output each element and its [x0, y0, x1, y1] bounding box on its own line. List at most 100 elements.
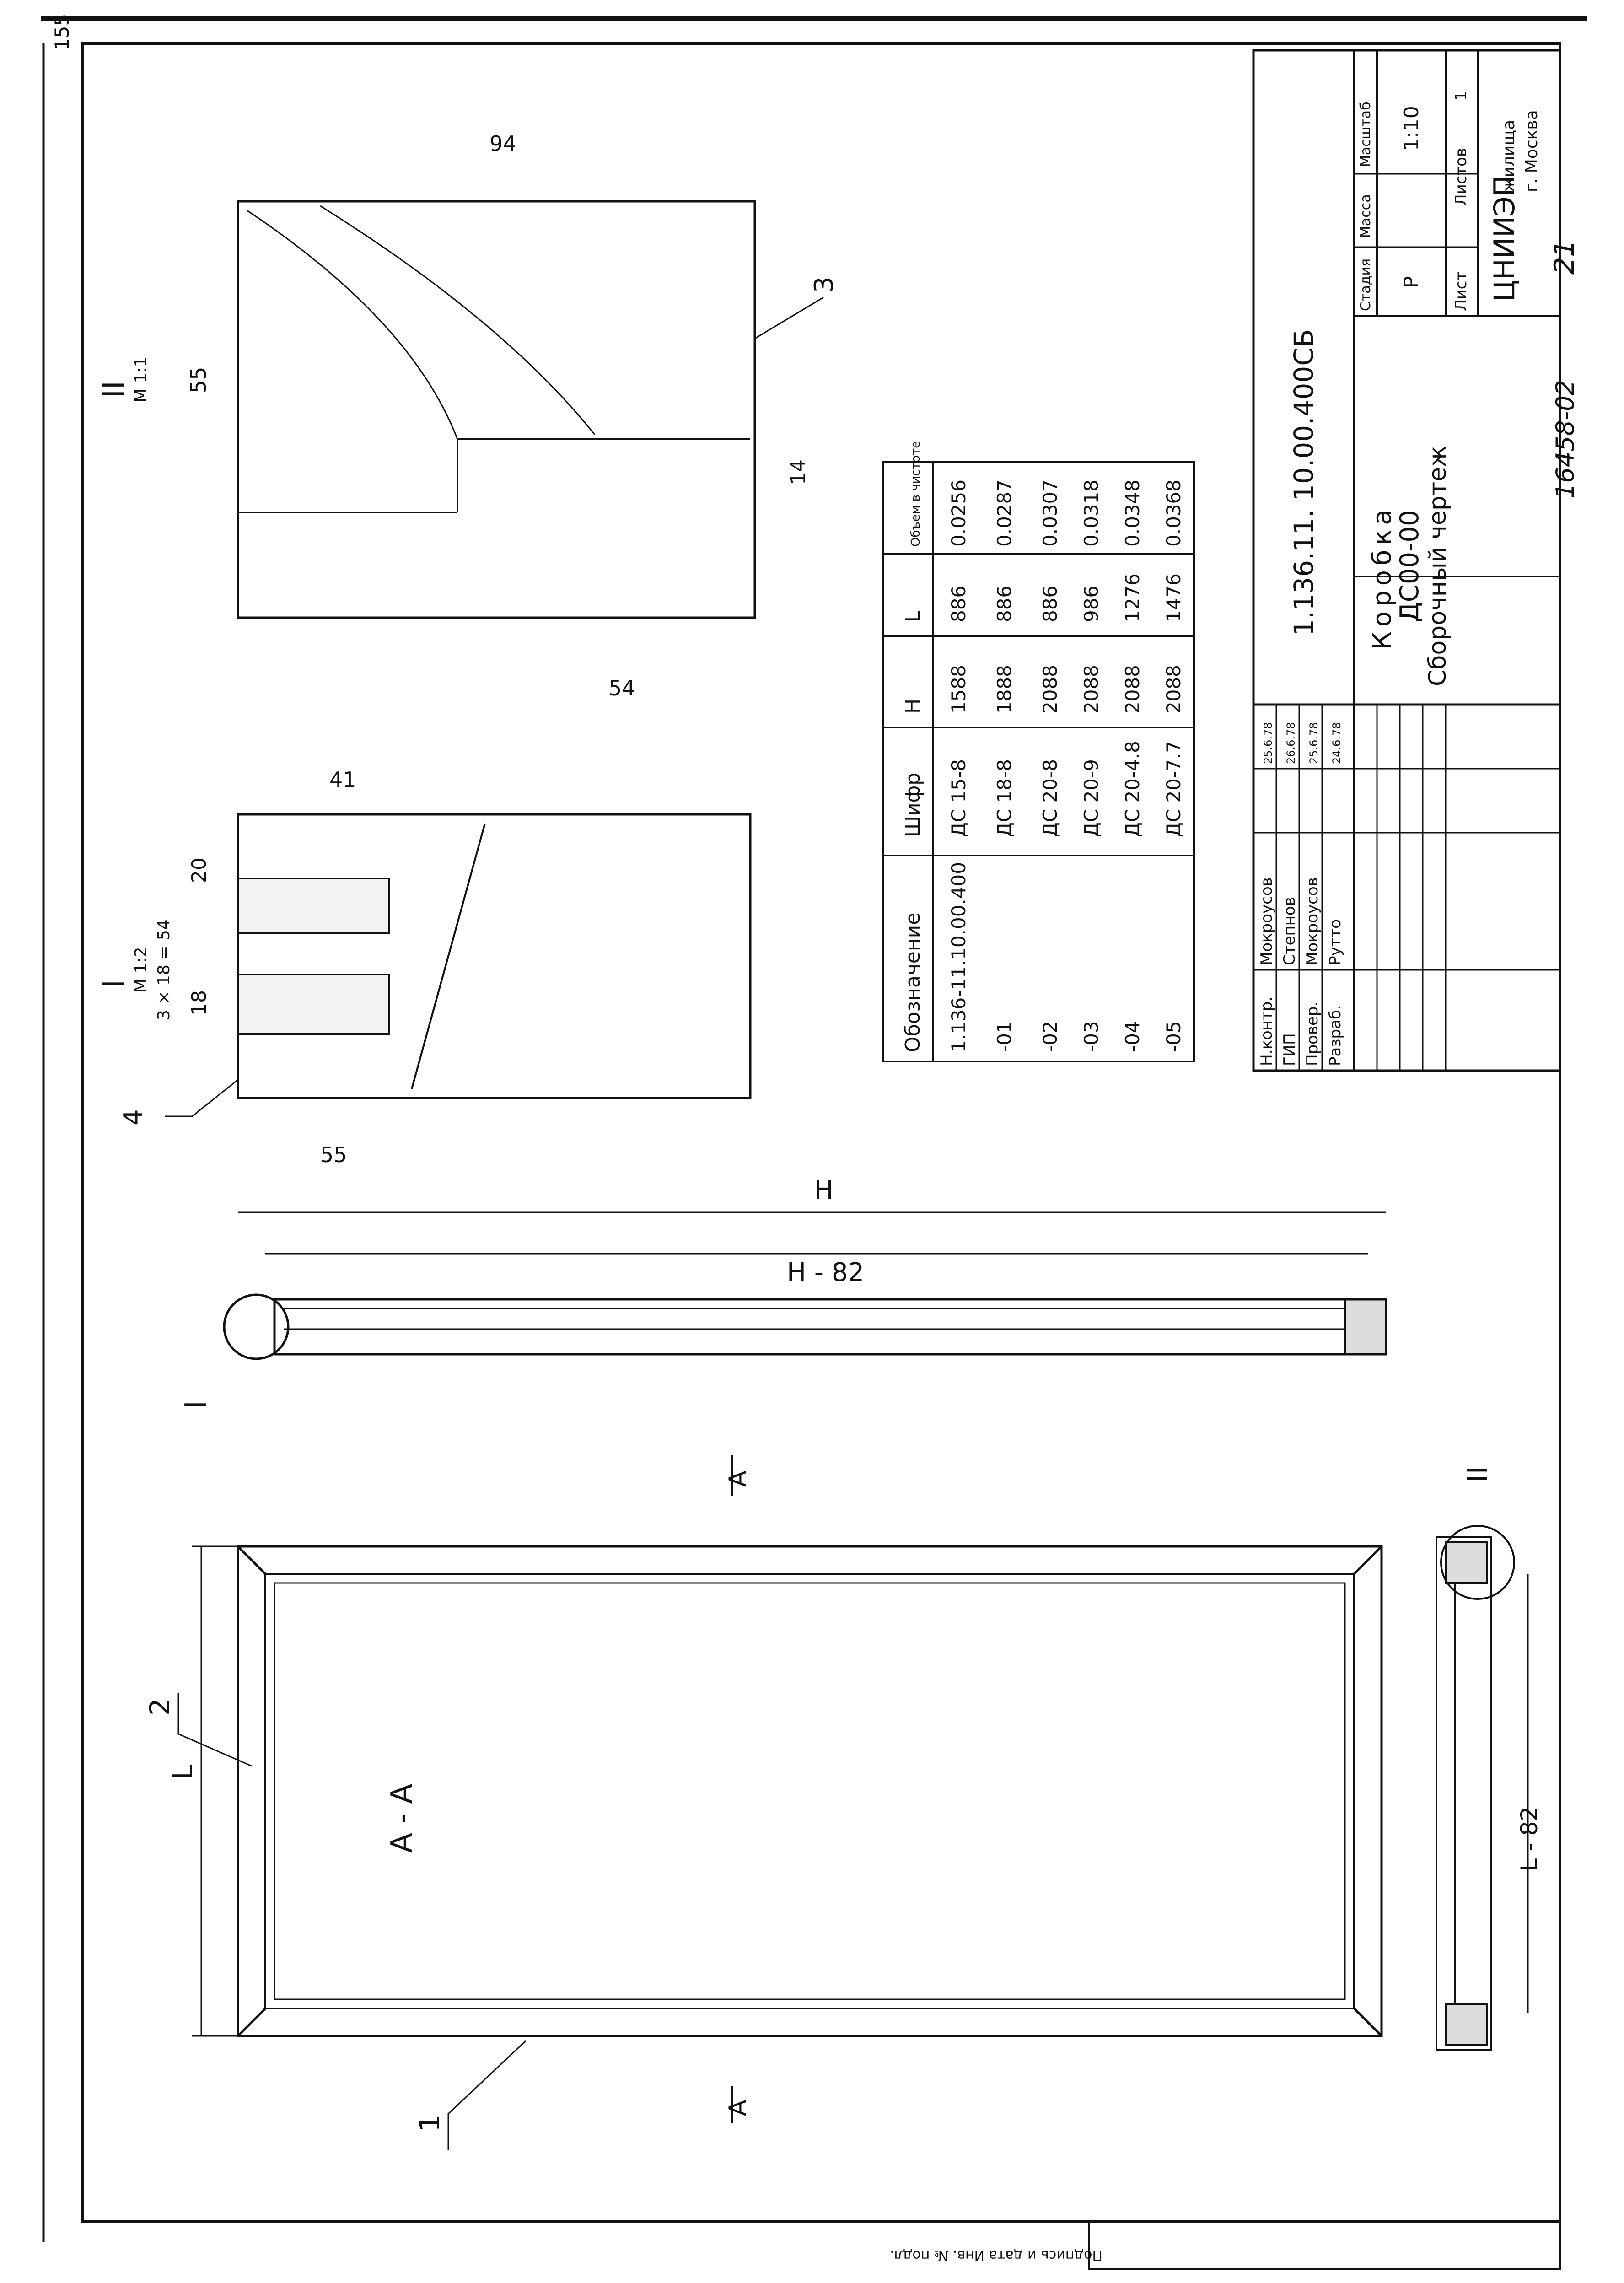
- spec-cell: 986: [1080, 586, 1102, 622]
- dim-20: 20: [188, 857, 211, 883]
- callout-4: 4: [118, 1109, 148, 1125]
- title-block: [1252, 49, 1561, 1072]
- margin-stamp-box: [1088, 2220, 1561, 2270]
- signature-grid: [1253, 705, 1560, 1071]
- scale-header: Масштаб: [1358, 102, 1374, 167]
- page-number: 155: [51, 14, 73, 50]
- dim-94: 94: [489, 131, 516, 156]
- spec-cell: -01: [993, 1021, 1016, 1052]
- dim-H82: H - 82: [787, 1258, 864, 1287]
- section-aa-title: А - А: [385, 1783, 419, 1853]
- spec-header-2: H: [901, 699, 925, 714]
- spec-cell: 0.0348: [1121, 479, 1144, 547]
- spec-cell: 2088: [1080, 665, 1102, 714]
- signer-name: Мокроусов: [1303, 877, 1322, 965]
- spec-cell: 0.0287: [993, 479, 1016, 547]
- designation-code: 1.136.11. 10.00.400СБ: [1288, 329, 1319, 636]
- spec-cell: -03: [1080, 1021, 1102, 1052]
- spec-cell: ДС 20-7.7: [1162, 741, 1185, 837]
- section-strip-aa: [1436, 1525, 1515, 2051]
- spec-cell: 2088: [1121, 665, 1144, 714]
- spec-cell: ДС 20-8: [1039, 759, 1061, 837]
- dim-54: 54: [608, 676, 635, 700]
- signer-date: 25.6.78: [1307, 722, 1320, 764]
- leader-3: [754, 296, 824, 339]
- detail-I-note: 3 × 18 = 54: [155, 919, 173, 1020]
- spec-table: Обозначение Шифр H L Объем в чистоте 1.136-11…: [882, 441, 1195, 1062]
- spec-cell: 0.0368: [1162, 479, 1185, 547]
- dim-55-top: 55: [186, 366, 211, 393]
- spec-table-border: [882, 461, 1195, 1062]
- signer-name: Рутто: [1326, 919, 1344, 965]
- signer-role: Провер.: [1303, 1002, 1322, 1066]
- spec-cell: ДС 15-8: [947, 759, 970, 837]
- spec-cell: 1888: [993, 665, 1016, 714]
- leader-1: [447, 2040, 527, 2150]
- spec-cell: ДС 20-4.8: [1121, 741, 1144, 837]
- detail-I-title: I: [97, 980, 131, 988]
- spec-cell: 886: [1039, 586, 1061, 622]
- signer-date: 26.6.78: [1285, 722, 1297, 764]
- organization: ЦНИИЭП: [1488, 175, 1521, 302]
- dim-14: 14: [787, 459, 810, 485]
- callout-3: 3: [809, 276, 839, 293]
- spec-header-3: L: [901, 611, 925, 622]
- spec-cell: 2088: [1162, 665, 1185, 714]
- signer-date: 24.6.78: [1330, 722, 1343, 764]
- sheet-index: 21: [1549, 240, 1581, 275]
- spec-cell: 0.0307: [1039, 479, 1061, 547]
- detail-I: [237, 813, 752, 1099]
- sheets-count: 1: [1452, 91, 1470, 101]
- dim-H: H: [814, 1175, 834, 1205]
- dim-18: 18: [188, 990, 211, 1016]
- spec-cell: 1476: [1162, 573, 1185, 622]
- outer-frame: [81, 42, 1561, 2223]
- archive-number: 16458-02: [1551, 380, 1580, 499]
- callout-2: 2: [144, 1698, 176, 1716]
- spec-cell: -05: [1162, 1021, 1185, 1052]
- callout-1: 1: [414, 2115, 446, 2132]
- dim-41: 41: [329, 767, 356, 792]
- spec-cell: -02: [1039, 1021, 1061, 1052]
- frame-elevation: [237, 1545, 1383, 2037]
- spec-cell: 1588: [947, 665, 970, 714]
- signer-role: ГИП: [1280, 1033, 1299, 1066]
- detail-II-scale: М 1:1: [132, 357, 151, 403]
- doc-type: Сборочный чертеж: [1424, 446, 1452, 686]
- detail-II: [237, 200, 756, 619]
- spec-header-0: Обозначение: [901, 913, 925, 1052]
- signer-role: Н.контр.: [1258, 996, 1276, 1066]
- signer-name: Степнов: [1280, 897, 1299, 965]
- product-code: ДС00-00: [1395, 510, 1425, 622]
- stage-header: Стадия: [1358, 258, 1374, 311]
- stage-value: Р: [1400, 276, 1423, 288]
- spec-cell: 0.0318: [1080, 479, 1102, 547]
- spec-cell: 1.136-11.10.00.400: [947, 862, 970, 1052]
- leader-4: [165, 1079, 238, 1117]
- cut-mark-top: А: [724, 1470, 752, 1487]
- spec-cell: ДС 18-8: [993, 759, 1016, 837]
- side-section: [223, 1293, 1387, 1360]
- detail-I-marker: I: [179, 1400, 213, 1409]
- margin-stamp: Подпись и дата Инв. № подл.: [890, 2247, 1102, 2263]
- signer-role: Разраб.: [1326, 1005, 1344, 1066]
- detail-II-marker: II: [1462, 1466, 1494, 1482]
- cut-mark-bottom: А: [724, 2100, 752, 2116]
- spec-header-1: Шифр: [901, 773, 925, 837]
- mass-header: Масса: [1358, 194, 1374, 238]
- spec-cell: 1276: [1121, 573, 1144, 622]
- leader-2: [177, 1693, 252, 1767]
- dim-L: L: [167, 1764, 199, 1780]
- spec-cell: 886: [947, 586, 970, 622]
- detail-II-title: II: [97, 381, 131, 398]
- spec-header-4: Объем в чистоте: [909, 441, 923, 547]
- sheet-label: Лист: [1452, 272, 1470, 311]
- organization-sub2: г. Москва: [1522, 110, 1541, 192]
- spec-cell: 886: [993, 586, 1016, 622]
- dim-55-left: 55: [320, 1142, 347, 1167]
- spec-cell: 0.0256: [947, 479, 970, 547]
- signer-name: Мокроусов: [1258, 877, 1276, 965]
- spec-cell: 2088: [1039, 665, 1061, 714]
- product-name: Коробка: [1367, 505, 1397, 650]
